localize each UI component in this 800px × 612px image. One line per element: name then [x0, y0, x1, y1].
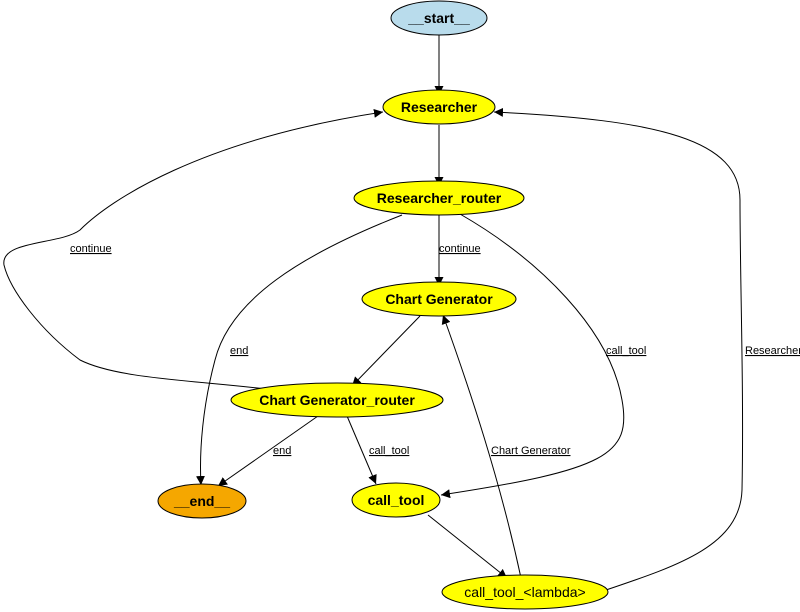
node-researcher-router[interactable]: Researcher_router	[353, 180, 525, 216]
edge-lambda-to-researcher	[493, 107, 744, 591]
node-chart-generator-router[interactable]: Chart Generator_router	[230, 382, 444, 418]
edge-call-tool-to-lambda	[427, 514, 508, 579]
edge-label-cgr-to-researcher: continue	[70, 243, 112, 255]
node-researcher-router-label: Researcher_router	[377, 190, 502, 206]
node-call-tool-lambda[interactable]: call_tool_<lambda>	[441, 574, 609, 610]
edge-lambda-to-chart-generator	[441, 314, 522, 579]
node-researcher-router-shape	[353, 180, 525, 216]
node-researcher-label: Researcher	[401, 99, 478, 115]
edge-cgr-to-researcher	[3, 108, 384, 393]
node-start-shape	[390, 0, 488, 36]
node-call-tool-lambda-shape	[441, 574, 609, 610]
edge-router-to-end	[195, 214, 403, 486]
node-chart-generator-router-shape	[230, 382, 444, 418]
edge-label-lambda-to-researcher: Researcher	[745, 345, 800, 357]
edge-cgr-to-call-tool	[346, 415, 377, 485]
edge-label-router-to-call-tool: call_tool	[606, 345, 646, 357]
node-chart-generator-shape	[361, 281, 517, 317]
node-call-tool-label: call_tool	[368, 492, 425, 508]
edge-router-to-call-tool	[440, 213, 625, 499]
node-researcher-shape	[382, 89, 496, 125]
node-call-tool[interactable]: call_tool	[351, 482, 441, 518]
node-end[interactable]: __end__	[157, 483, 247, 519]
edge-label-lambda-to-chart-generator: Chart Generator	[491, 445, 571, 457]
node-researcher[interactable]: Researcher	[382, 89, 496, 125]
node-call-tool-lambda-label: call_tool_<lambda>	[464, 584, 585, 600]
edge-label-cgr-to-end: end	[273, 445, 291, 457]
node-chart-generator-label: Chart Generator	[385, 291, 493, 307]
edge-label-router-to-chart-generator: continue	[439, 243, 481, 255]
node-end-label: __end__	[173, 493, 230, 509]
edge-cgr-to-end	[217, 415, 319, 487]
node-call-tool-shape	[351, 482, 441, 518]
edge-label-router-to-end: end	[230, 345, 248, 357]
edge-label-cgr-to-call-tool: call_tool	[369, 445, 409, 457]
edge-chart-generator-to-cgr	[351, 315, 421, 387]
node-start[interactable]: __start__	[390, 0, 488, 36]
node-start-label: __start__	[407, 10, 470, 26]
node-chart-generator[interactable]: Chart Generator	[361, 281, 517, 317]
node-end-shape	[157, 483, 247, 519]
node-chart-generator-router-label: Chart Generator_router	[259, 392, 415, 408]
